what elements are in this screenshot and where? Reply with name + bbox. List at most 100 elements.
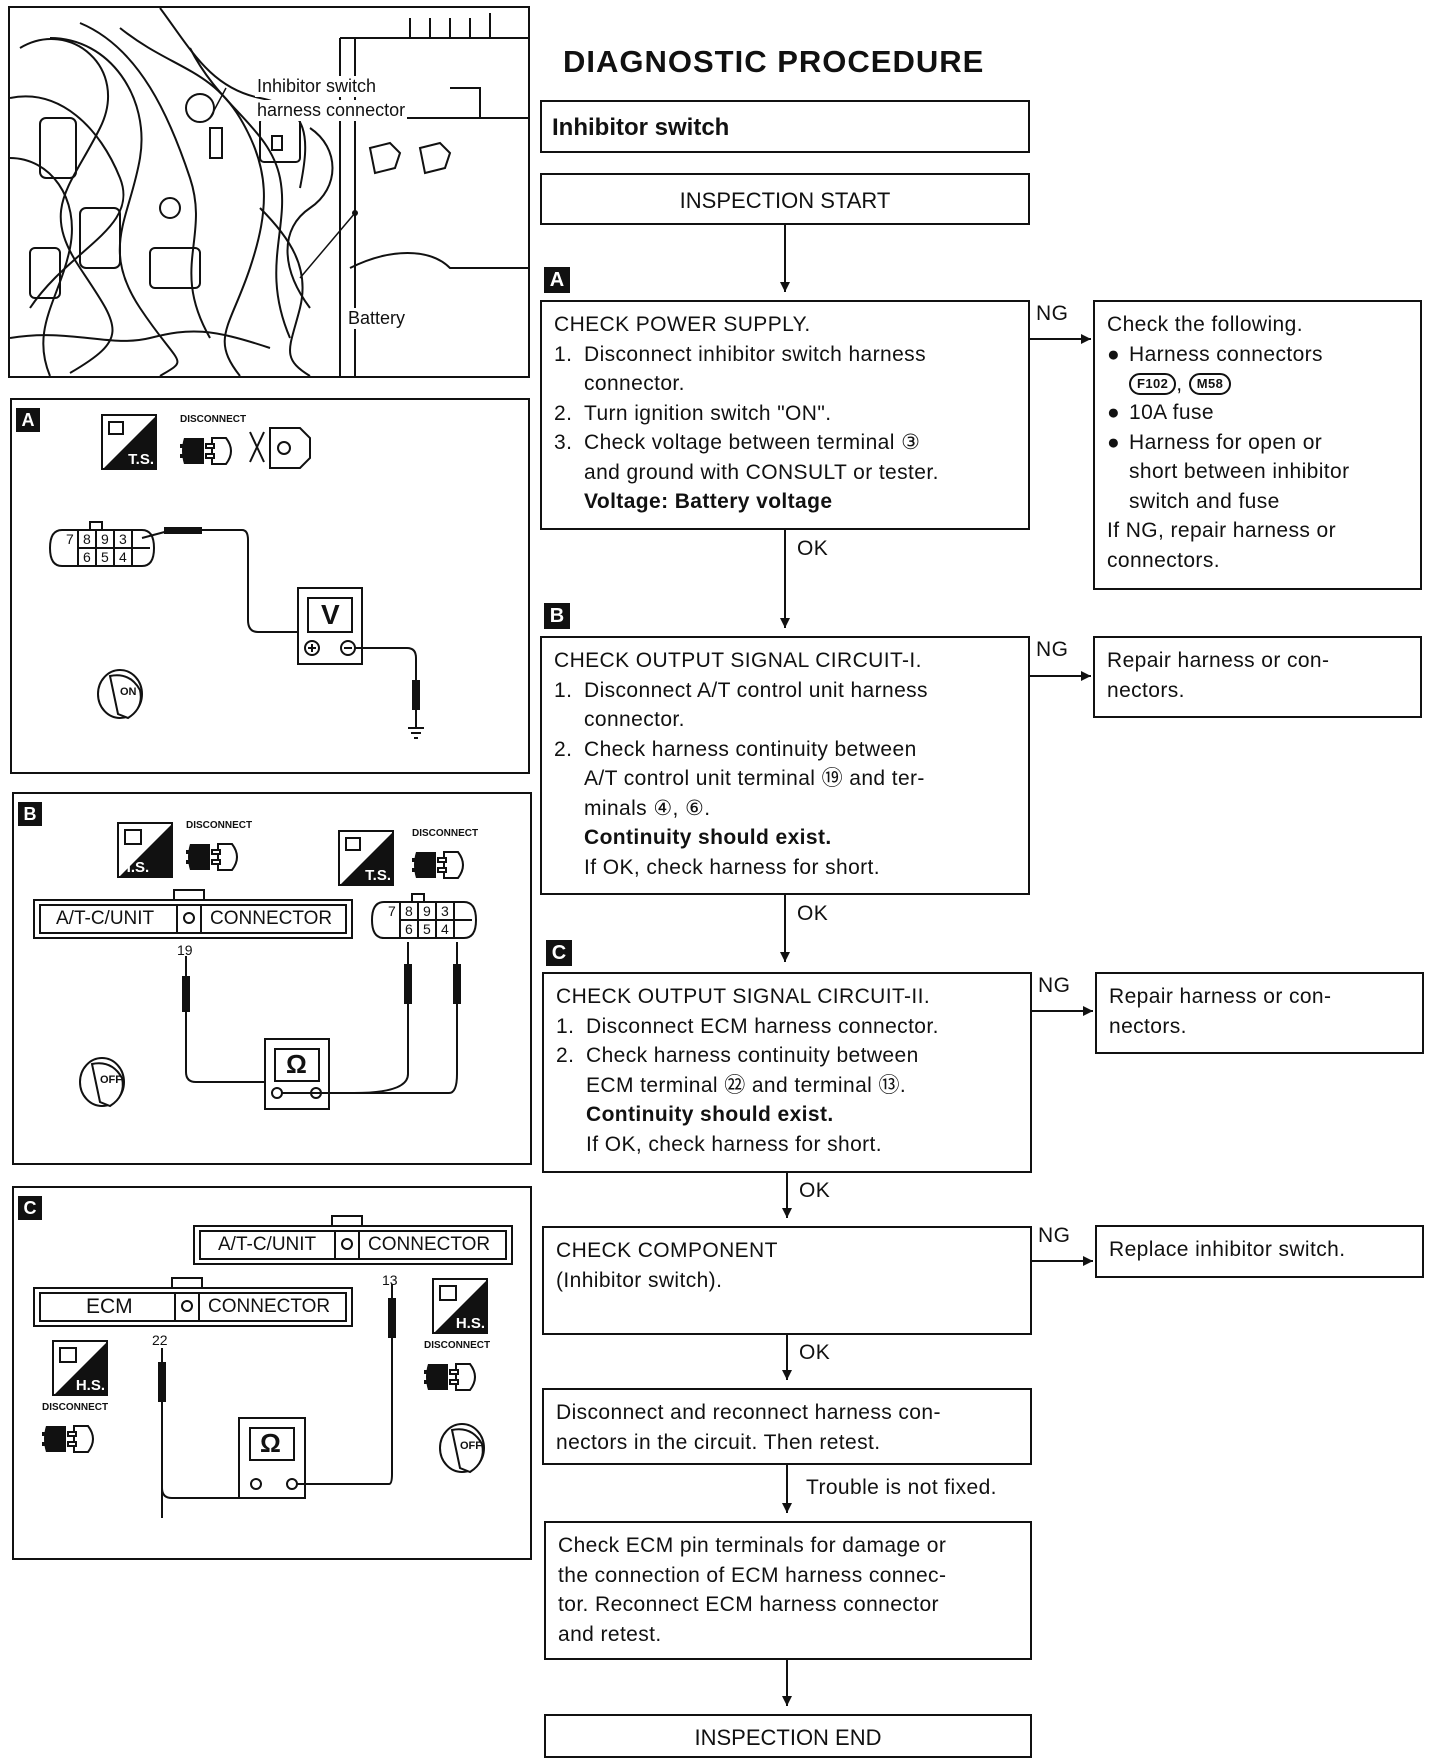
step-e-line2: nectors in the circuit. Then retest. (556, 1430, 881, 1454)
step-f-line3: tor. Reconnect ECM harness connector (558, 1593, 939, 1616)
step-a-ng-bullet3-cont2: switch and fuse (1129, 489, 1280, 513)
pin-b-3: 3 (441, 903, 449, 919)
step-a-ng-box: Check the following. ●Harness connectors… (1093, 300, 1422, 590)
step-b-ng-label: NG (1036, 638, 1069, 661)
hs-icon-label: H.S. (120, 859, 150, 876)
pin-a-6: 6 (83, 549, 91, 565)
pin-b-7: 7 (388, 903, 396, 919)
disconnect-icon (42, 1418, 102, 1460)
disconnect-icon (424, 1356, 484, 1398)
connector-badge-f102: F102 (1129, 373, 1177, 396)
step-b-spec: Continuity should exist. (584, 826, 832, 849)
step-c-ok-label: OK (799, 1179, 831, 1202)
step-b-item2: 2.Check harness continuity between (554, 737, 917, 761)
inspection-start-label: INSPECTION START (679, 188, 891, 213)
diagram-c-panel: C A/T-C/UNIT CONNECTOR ECM CONNECTOR (12, 1186, 532, 1560)
step-a-ng-bullet3-cont1: short between inhibitor (1129, 460, 1350, 483)
step-e-line1: Disconnect and reconnect harness con- (556, 1401, 941, 1424)
engine-bay-sketch (10, 8, 528, 376)
pin-b-8: 8 (405, 903, 413, 919)
ts-icon: T.S. (101, 414, 157, 470)
step-a-ng-note2: connectors. (1107, 548, 1220, 572)
inhibitor-switch-icon (244, 422, 316, 472)
pin-a-4: 4 (119, 549, 127, 565)
step-e-box: Disconnect and reconnect harness con- ne… (542, 1388, 1032, 1465)
step-d-title: CHECK COMPONENT (556, 1239, 778, 1262)
connector-badge-m58: M58 (1188, 373, 1232, 396)
step-a-ng-label: NG (1036, 302, 1069, 325)
step-d-box: CHECK COMPONENT (Inhibitor switch). (542, 1226, 1032, 1335)
step-a-spec: Voltage: Battery voltage (584, 490, 833, 513)
ignition-on-label: ON (120, 686, 137, 698)
step-b-letter: B (544, 603, 570, 629)
connector-label: CONNECTOR (368, 1234, 491, 1255)
ignition-off-label: OFF (100, 1074, 122, 1086)
hs-icon: H.S. (117, 822, 173, 878)
ecm-label: ECM (86, 1295, 133, 1318)
photo-label-harness-connector: harness connector (255, 100, 408, 121)
inspection-start: INSPECTION START (540, 173, 1030, 225)
step-f-line1: Check ECM pin terminals for damage or (558, 1534, 947, 1557)
step-a-ng-heading: Check the following. (1107, 313, 1303, 336)
subject-text: Inhibitor switch (552, 114, 730, 141)
ignition-key-on-icon: ON (92, 666, 152, 722)
ts-icon-label: T.S. (365, 867, 391, 884)
diagram-c-letter: C (18, 1196, 42, 1220)
step-a-ng-bullet1: ●Harness connectors (1107, 342, 1323, 366)
ignition-key-off-icon: OFF (434, 1420, 496, 1476)
step-a-ng-bullet2: ●10A fuse (1107, 401, 1214, 424)
hs-icon: H.S. (432, 1278, 488, 1334)
terminal-13-label: 13 (382, 1272, 398, 1288)
pin-a-8: 8 (83, 531, 91, 547)
diagram-a-panel: A T.S. DISCONNECT (10, 398, 530, 774)
disconnect-label: DISCONNECT (42, 1402, 109, 1413)
pin-a-3: 3 (119, 531, 127, 547)
page-title: DIAGNOSTIC PROCEDURE (563, 44, 985, 79)
inspection-end-label: INSPECTION END (694, 1725, 882, 1750)
step-c-spec: Continuity should exist. (586, 1103, 834, 1126)
step-c-item2: 2.Check harness continuity between (556, 1044, 919, 1067)
step-c-ng-action2: nectors. (1109, 1014, 1187, 1038)
step-c-item2-cont: ECM terminal ㉒ and terminal ⑬. (586, 1073, 907, 1097)
connector-label: CONNECTOR (210, 908, 333, 929)
step-b-box: CHECK OUTPUT SIGNAL CIRCUIT-I. 1.Disconn… (540, 636, 1030, 895)
ts-icon-label: T.S. (128, 451, 154, 468)
diagram-a-letter: A (16, 408, 40, 432)
diagram-b-panel: B H.S. DISCONNECT T.S. DISCONNECT (12, 792, 532, 1165)
step-a-item3-cont: and ground with CONSULT or tester. (584, 460, 939, 484)
step-d-ng-action: Replace inhibitor switch. (1109, 1238, 1346, 1261)
ohmmeter-symbol: Ω (260, 1428, 281, 1458)
step-a-ng-note1: If NG, repair harness or (1107, 519, 1337, 542)
step-a-item1: 1.Disconnect inhibitor switch harness (554, 342, 926, 366)
step-b-item2-cont1: A/T control unit terminal ⑲ and ter- (584, 767, 925, 790)
step-a-item3: 3.Check voltage between terminal ③ (554, 431, 921, 454)
step-c-box: CHECK OUTPUT SIGNAL CIRCUIT-II. 1.Discon… (542, 972, 1032, 1173)
disconnect-label: DISCONNECT (412, 828, 479, 839)
terminal-19-label: 19 (177, 942, 193, 958)
step-d-ng-box: Replace inhibitor switch. (1095, 1225, 1424, 1278)
diagram-b-letter: B (18, 802, 42, 826)
step-d-title2: (Inhibitor switch). (556, 1268, 723, 1292)
step-c-ng-box: Repair harness or con- nectors. (1095, 972, 1424, 1054)
photo-label-battery: Battery (346, 308, 408, 329)
step-a-letter: A (544, 267, 570, 293)
step-a-ng-badges: F102, M58 (1107, 369, 1408, 398)
step-e-not-fixed-label: Trouble is not fixed. (806, 1476, 997, 1499)
step-c-item1: 1.Disconnect ECM harness connector. (556, 1014, 939, 1038)
terminal-22-label: 22 (152, 1332, 168, 1348)
step-b-ng-box: Repair harness or con- nectors. (1093, 636, 1422, 718)
pin-b-4: 4 (441, 921, 449, 937)
step-b-title: CHECK OUTPUT SIGNAL CIRCUIT-I. (554, 649, 922, 672)
pin-b-9: 9 (423, 903, 431, 919)
step-b-item1-cont: connector. (584, 708, 685, 731)
connector-label: CONNECTOR (208, 1296, 331, 1317)
step-f-line4: and retest. (558, 1622, 662, 1646)
disconnect-icon (186, 836, 246, 878)
at-unit-label: A/T-C/UNIT (218, 1234, 317, 1255)
step-a-title: CHECK POWER SUPPLY. (554, 313, 811, 336)
pin-a-7: 7 (66, 531, 74, 547)
hs-icon: H.S. (52, 1340, 108, 1396)
disconnect-label: DISCONNECT (180, 414, 247, 425)
ts-icon: T.S. (338, 830, 394, 886)
